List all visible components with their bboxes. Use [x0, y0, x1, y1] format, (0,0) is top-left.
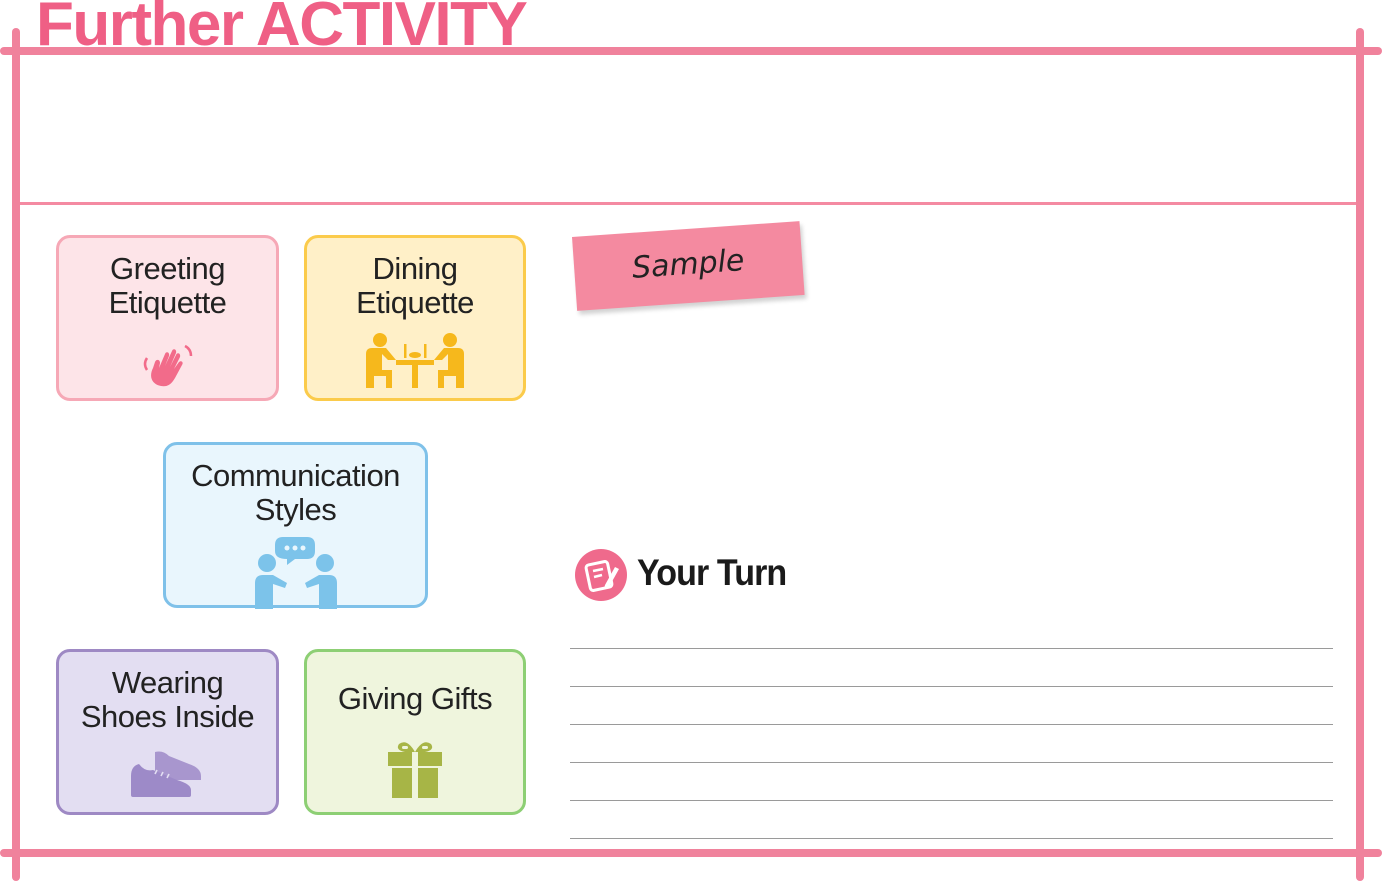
card-label: Communication Styles	[191, 458, 400, 527]
sample-label-tape: Sample	[572, 221, 805, 311]
card-giving-gifts: Giving Gifts	[304, 649, 526, 815]
sample-label: Sample	[630, 243, 746, 286]
writing-line[interactable]	[570, 648, 1333, 649]
frame-right-border	[1356, 28, 1364, 881]
frame-top-border	[0, 47, 1382, 55]
card-greeting-etiquette: Greeting Etiquette	[56, 235, 279, 401]
dining-table-icon	[362, 330, 468, 395]
your-turn-heading: Your Turn	[637, 552, 787, 593]
frame-left-border	[12, 28, 20, 881]
gift-icon	[386, 738, 444, 803]
header-divider	[20, 202, 1356, 205]
card-communication-styles: Communication Styles	[163, 442, 428, 609]
waving-hand-icon	[141, 338, 195, 397]
card-dining-etiquette: Dining Etiquette	[304, 235, 526, 401]
writing-line[interactable]	[570, 762, 1333, 763]
pencil-note-icon	[575, 549, 627, 601]
shoes-icon	[127, 746, 209, 803]
writing-line[interactable]	[570, 724, 1333, 725]
page-title: Further ACTIVITY	[36, 0, 528, 59]
writing-line[interactable]	[570, 838, 1333, 839]
frame-bottom-border	[0, 849, 1382, 857]
conversation-icon	[253, 535, 339, 614]
card-label: Wearing Shoes Inside	[80, 665, 255, 734]
writing-line[interactable]	[570, 800, 1333, 801]
writing-line[interactable]	[570, 686, 1333, 687]
card-wearing-shoes-inside: Wearing Shoes Inside	[56, 649, 279, 815]
card-label: Dining Etiquette	[356, 251, 474, 320]
card-label: Greeting Etiquette	[108, 251, 227, 320]
card-label: Giving Gifts	[337, 681, 493, 716]
